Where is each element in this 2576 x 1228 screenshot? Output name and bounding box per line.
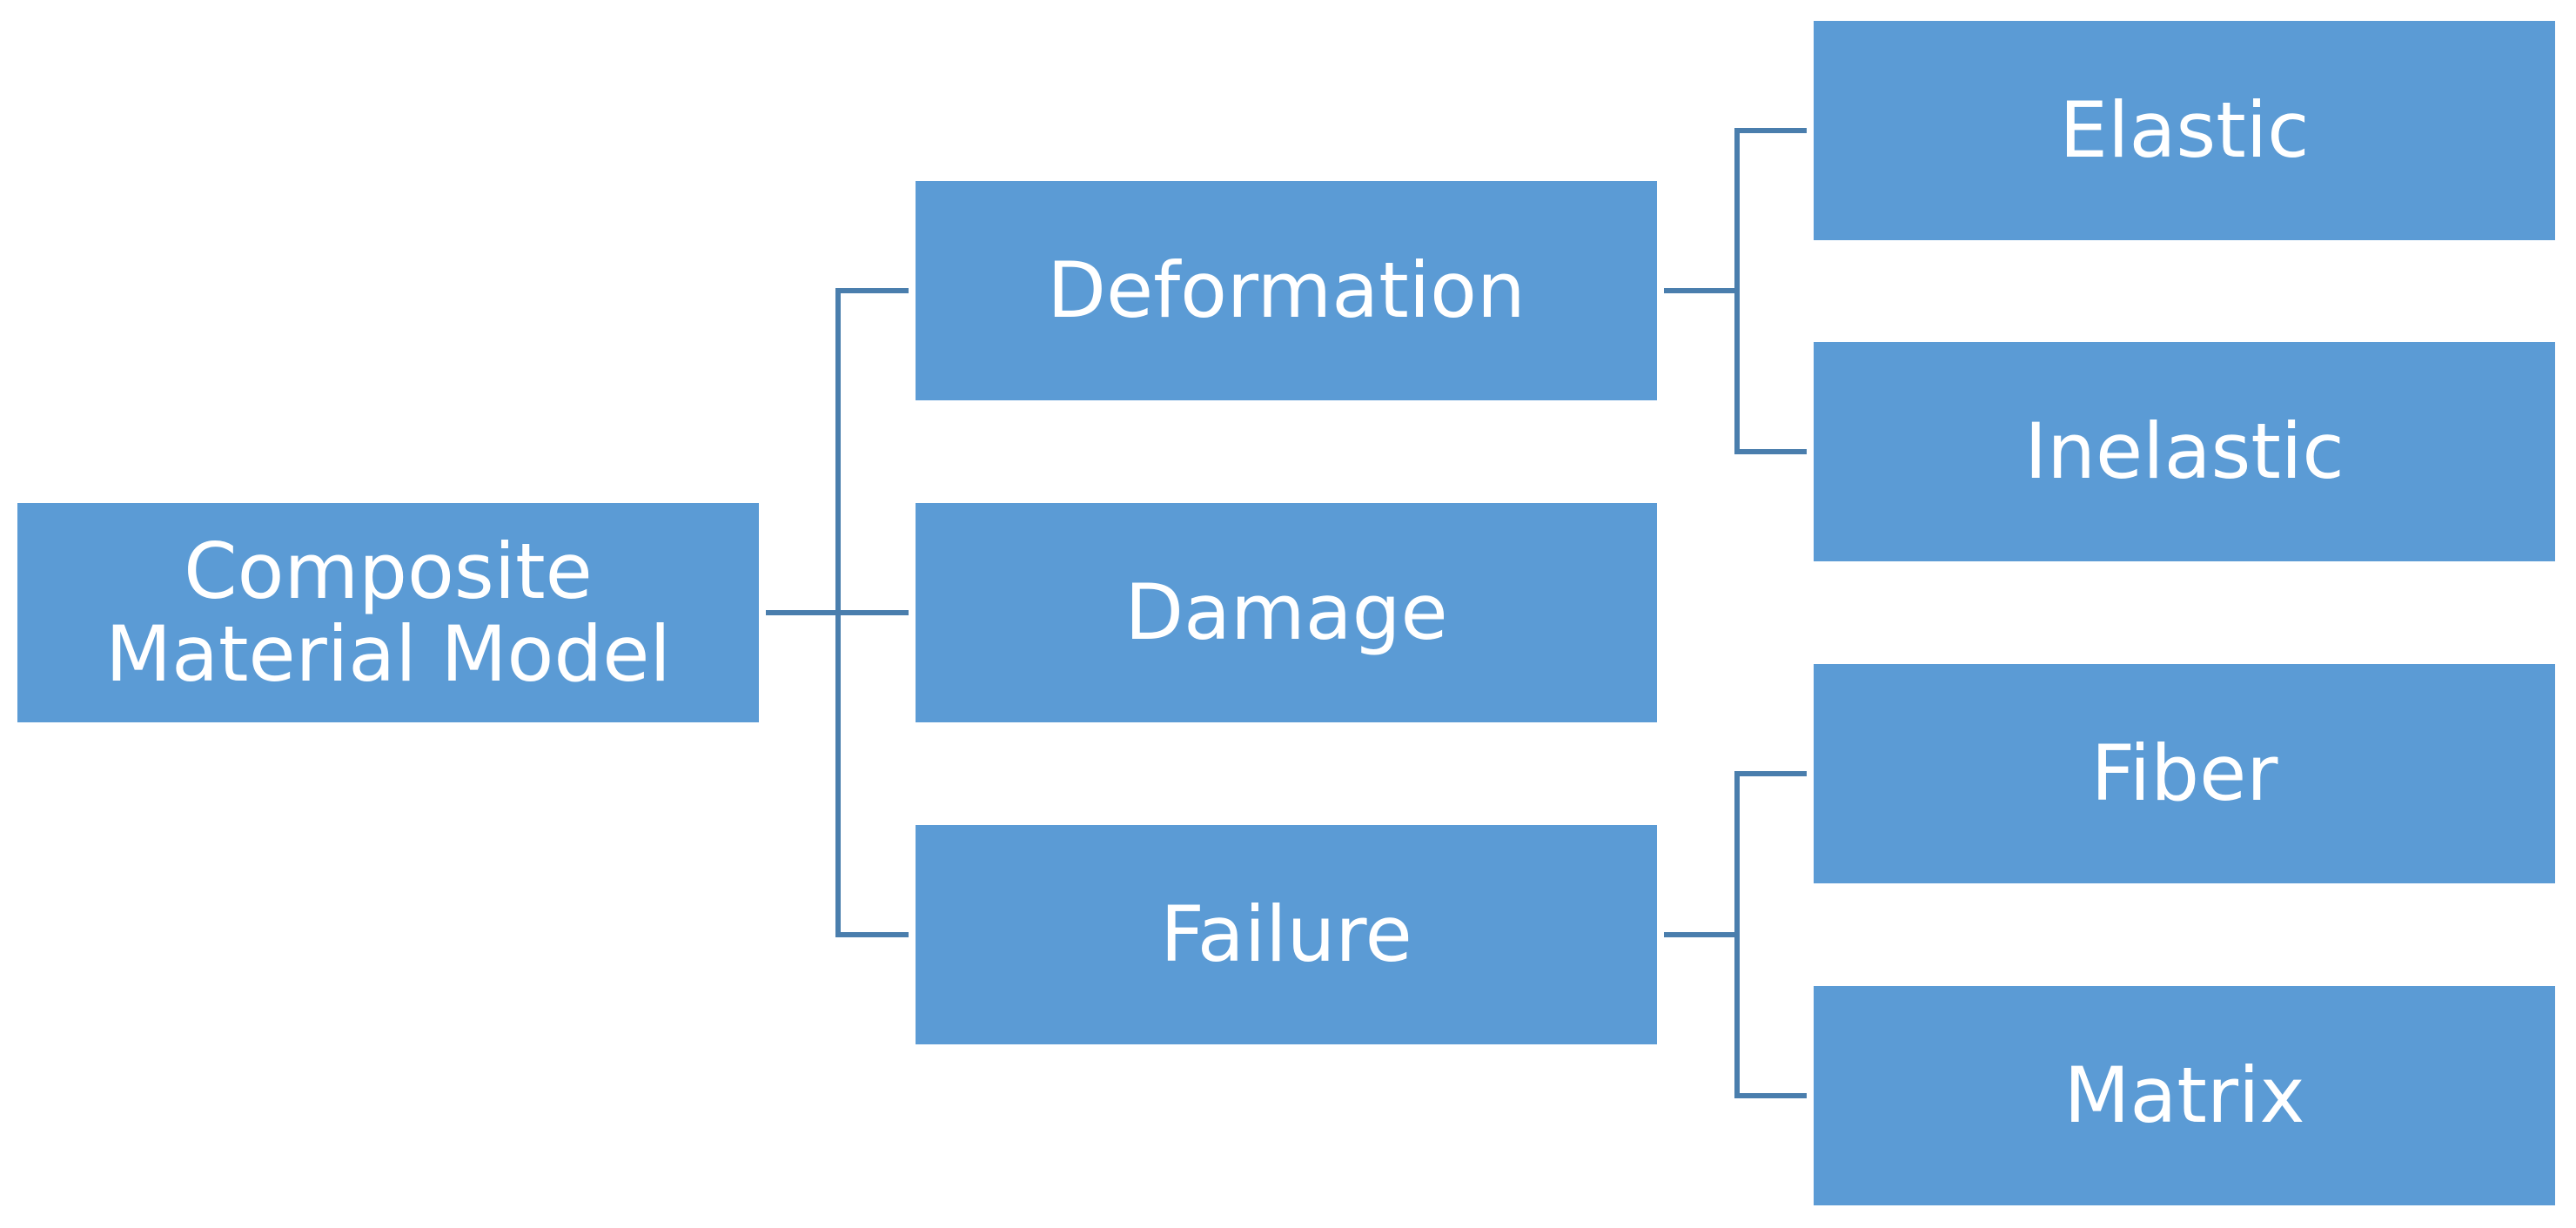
node-matrix: Matrix — [1814, 986, 2555, 1205]
node-inelastic: Inelastic — [1814, 342, 2555, 561]
node-label: Failure — [1160, 889, 1412, 980]
node-label: Damage — [1124, 567, 1448, 658]
node-failure: Failure — [916, 825, 1657, 1044]
node-deformation: Deformation — [916, 181, 1657, 400]
node-label: Fiber — [2090, 728, 2278, 819]
node-label: Matrix — [2063, 1050, 2305, 1141]
node-label: Composite Material Model — [105, 526, 671, 699]
node-composite-material-model: Composite Material Model — [17, 503, 759, 722]
node-fiber: Fiber — [1814, 664, 2555, 883]
node-elastic: Elastic — [1814, 21, 2555, 240]
node-damage: Damage — [916, 503, 1657, 722]
node-label: Deformation — [1047, 245, 1526, 336]
node-label: Elastic — [2059, 85, 2310, 176]
node-label: Inelastic — [2024, 406, 2345, 497]
